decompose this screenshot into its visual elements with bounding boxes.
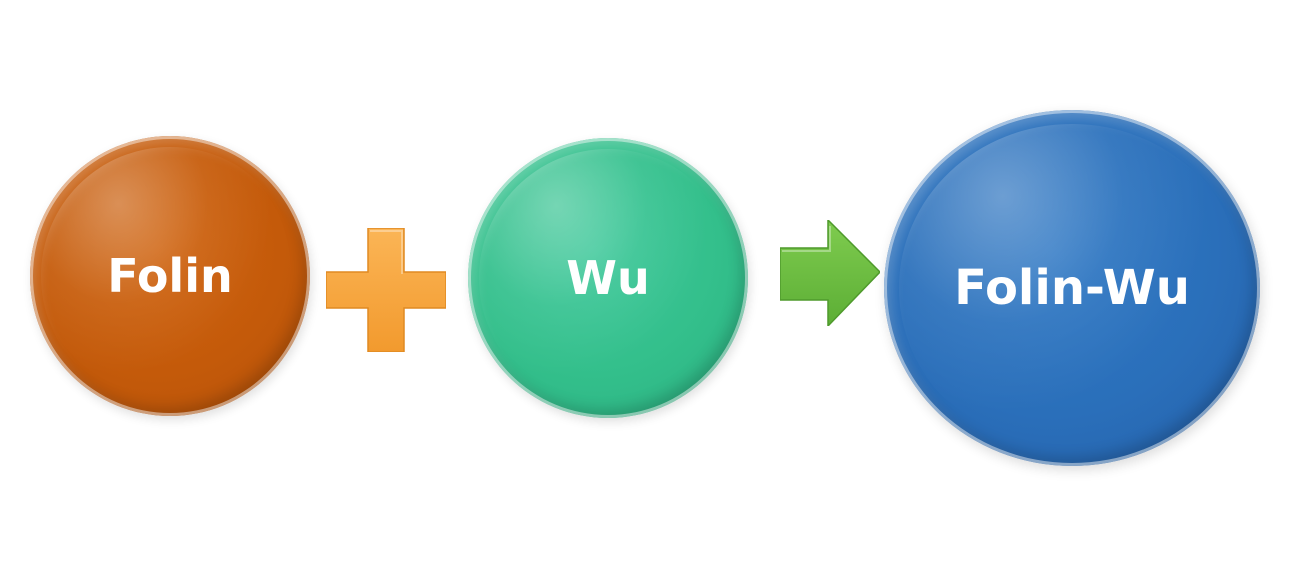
wu-label: Wu	[566, 251, 650, 305]
folin-label: Folin	[107, 249, 233, 303]
plus-icon	[325, 227, 447, 353]
folin-wu-label: Folin-Wu	[954, 260, 1190, 316]
wu-circle: Wu	[468, 138, 748, 418]
arrow-right-icon	[779, 218, 882, 328]
arrow-right-icon-graphic	[779, 218, 882, 328]
folin-circle: Folin	[30, 136, 310, 416]
plus-icon-graphic	[325, 227, 447, 353]
plus-shape	[325, 227, 447, 353]
folin-wu-circle: Folin-Wu	[884, 110, 1260, 466]
arrow-shape	[779, 218, 882, 328]
